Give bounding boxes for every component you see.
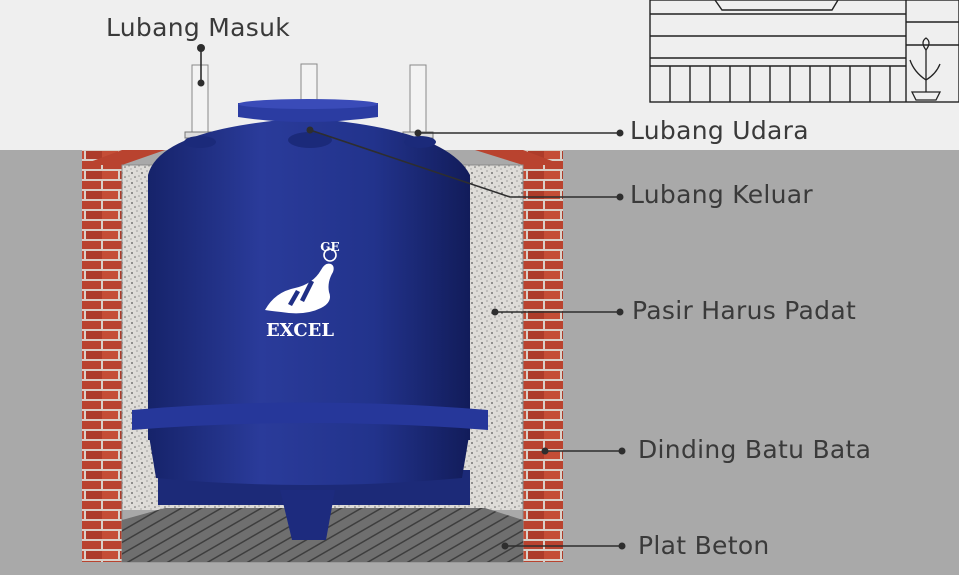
label-concrete-slab: Plat Beton — [638, 531, 770, 560]
brick-wall-top-right — [475, 150, 563, 165]
brick-wall-left — [82, 150, 122, 562]
leader-dots — [197, 44, 626, 550]
excel-seal-logo — [265, 248, 337, 314]
label-inlet: Lubang Masuk — [106, 13, 291, 42]
brand-logo-text: EXCEL — [266, 320, 334, 341]
monogram-text: GE — [320, 240, 339, 254]
label-outlet: Lubang Keluar — [630, 180, 814, 209]
brick-wall-right — [523, 150, 563, 562]
label-sand: Pasir Harus Padat — [632, 296, 857, 325]
sky-background — [0, 0, 959, 150]
brick-wall-top — [82, 150, 165, 165]
label-vent: Lubang Udara — [630, 116, 809, 145]
leader-lines — [200, 48, 622, 547]
water-tank — [132, 99, 488, 540]
plant-icon — [909, 37, 942, 101]
label-brick-wall: Dinding Batu Bata — [638, 435, 872, 464]
house-outline — [649, 0, 959, 103]
